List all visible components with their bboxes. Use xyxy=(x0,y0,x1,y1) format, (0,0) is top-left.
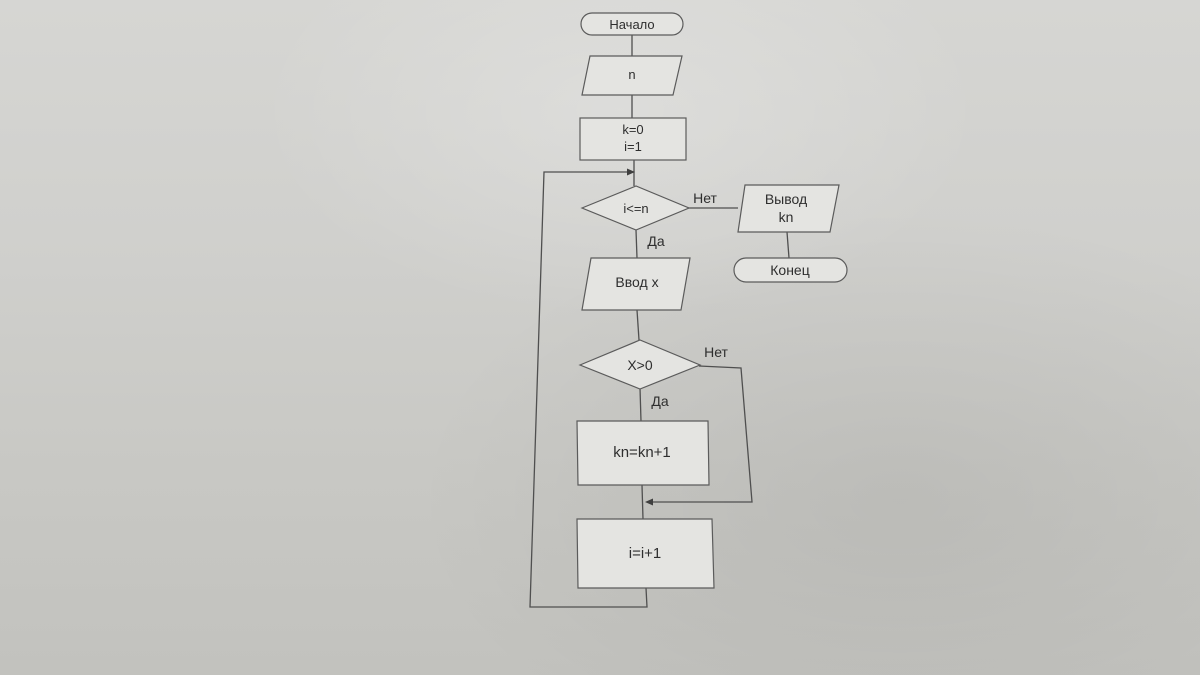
x-no-label: Нет xyxy=(704,344,728,360)
connectors xyxy=(529,35,790,608)
connector-x-yes-to-increment-kn xyxy=(639,387,642,422)
connector-output-to-end xyxy=(786,231,790,259)
end-terminal-shape xyxy=(733,257,848,283)
loop-yes-label: Да xyxy=(647,233,664,249)
x-condition-shape xyxy=(578,339,702,390)
input-x-block: Ввод x xyxy=(581,257,691,311)
increment-i-shape xyxy=(576,518,715,589)
input-x-label: Ввод x xyxy=(615,274,658,290)
connector-loop-back xyxy=(529,171,648,608)
start-terminal-label: Начало xyxy=(609,17,654,32)
init-i-label: i=1 xyxy=(624,139,642,154)
output-label-line1: Вывод xyxy=(765,191,807,207)
x-condition-label: X>0 xyxy=(627,357,653,373)
loop-condition-shape xyxy=(580,185,691,231)
increment-i-block: i=i+1 xyxy=(576,518,715,589)
increment-i-label: i=i+1 xyxy=(629,545,662,562)
connector-input-x-to-x-condition xyxy=(636,309,640,341)
loop-condition-label: i<=n xyxy=(623,201,648,216)
input-x-shape xyxy=(581,257,691,311)
output-block: Вывод kn xyxy=(737,184,840,233)
output-label-line2: kn xyxy=(779,209,794,225)
increment-kn-block: kn=kn+1 xyxy=(576,420,710,486)
start-terminal-shape xyxy=(580,12,684,36)
input-n-shape xyxy=(581,55,683,96)
init-block: k=0 i=1 xyxy=(579,117,687,161)
init-k-label: k=0 xyxy=(622,122,643,137)
connector-x-no-bypass xyxy=(649,365,753,503)
loop-condition-block: i<=n Нет Да xyxy=(580,185,718,249)
x-condition-block: X>0 Нет Да xyxy=(578,339,729,409)
increment-kn-label: kn=kn+1 xyxy=(613,444,671,461)
end-terminal-label: Конец xyxy=(770,262,809,278)
arrowhead-bypass-merge xyxy=(645,498,653,506)
end-terminal: Конец xyxy=(733,257,848,283)
connector-loop-yes-to-input-x xyxy=(635,229,638,259)
input-n-block: n xyxy=(581,55,683,96)
start-terminal: Начало xyxy=(580,12,684,36)
output-shape xyxy=(737,184,840,233)
connector-increment-kn-to-merge xyxy=(641,484,644,520)
init-block-shape xyxy=(579,117,687,161)
increment-kn-shape xyxy=(576,420,710,486)
arrowhead-loop-back xyxy=(627,168,635,176)
x-yes-label: Да xyxy=(651,393,668,409)
loop-no-label: Нет xyxy=(693,190,717,206)
input-n-label: n xyxy=(628,67,635,82)
